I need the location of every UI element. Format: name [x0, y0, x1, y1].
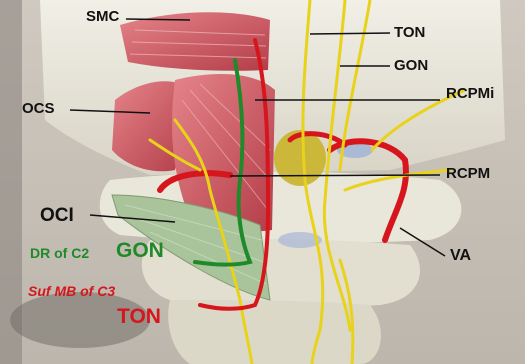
label-gon-top: GON: [394, 58, 428, 73]
semispinalis-capitis-muscle: [120, 12, 270, 71]
label-suf-mb-of-c3: Suf MB of C3: [28, 284, 115, 298]
label-rcpm: RCPM: [446, 166, 490, 181]
label-dr-of-c2: DR of C2: [30, 246, 89, 260]
label-rcpmi: RCPMi: [446, 86, 494, 101]
label-ocs: OCS: [22, 101, 55, 116]
lower-vertebra: [168, 300, 381, 364]
label-gon-green: GON: [116, 240, 164, 261]
label-ton-red: TON: [117, 306, 161, 327]
dens-area: [274, 130, 326, 186]
label-oci: OCI: [40, 206, 74, 225]
label-smc: SMC: [86, 9, 119, 24]
label-va: VA: [450, 248, 471, 264]
label-ton-top: TON: [394, 25, 425, 40]
